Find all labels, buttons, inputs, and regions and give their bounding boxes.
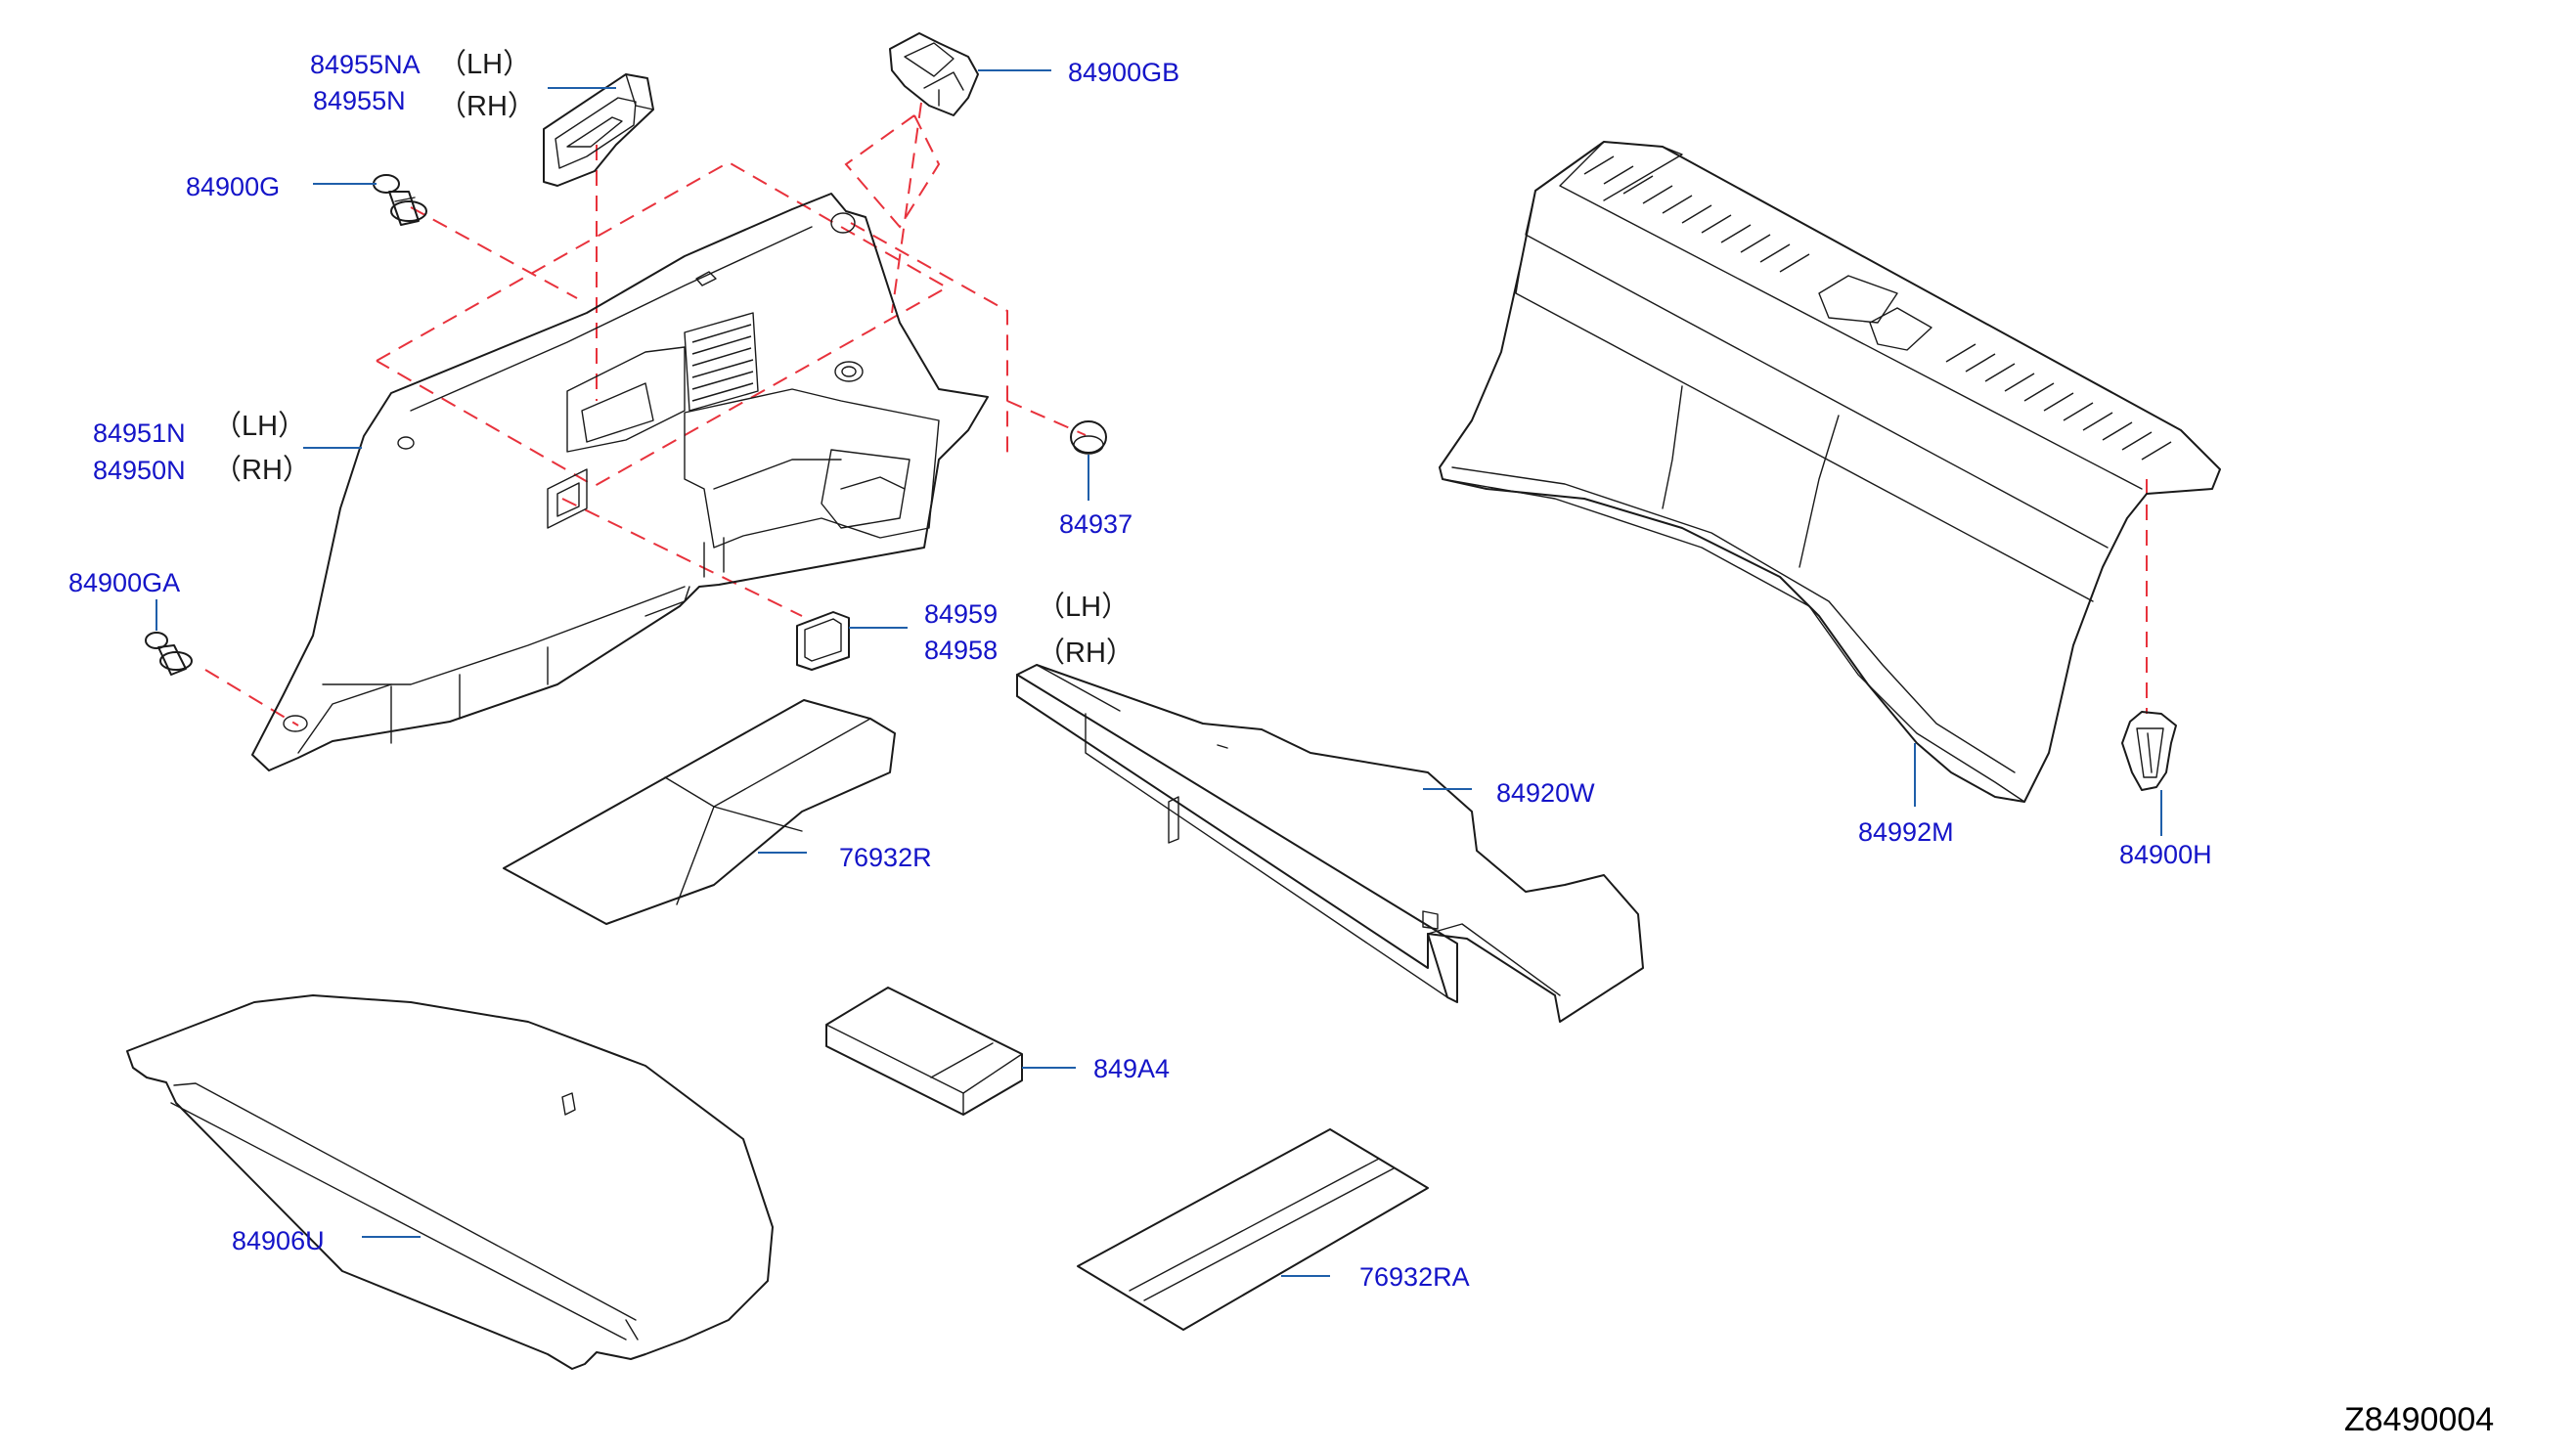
part-76932r-mat <box>503 699 896 925</box>
part-84900gb-clip <box>889 32 979 116</box>
label-76932ra: 76932RA <box>1359 1262 1470 1292</box>
label-84955na: 84955NA <box>310 50 421 79</box>
label-84955n: 84955N <box>313 86 406 115</box>
part-84900g-clip <box>373 174 427 226</box>
part-84959-cover <box>796 611 850 671</box>
label-lh-84955na: （LH） <box>438 49 531 80</box>
part-84920w-board <box>1016 664 1644 1023</box>
part-849a4-block <box>825 987 1023 1116</box>
label-84900ga: 84900GA <box>68 568 180 597</box>
part-84992m-back-panel <box>1439 141 2221 803</box>
part-84951n-side-trim <box>251 193 989 771</box>
part-84900ga-clip <box>145 632 193 676</box>
label-84906u: 84906U <box>232 1226 325 1255</box>
label-84937: 84937 <box>1059 509 1133 539</box>
label-84900g: 84900G <box>186 172 280 201</box>
label-lh-84951n: （LH） <box>213 411 306 442</box>
label-849a4: 849A4 <box>1093 1054 1170 1083</box>
part-labels: 84955NA （LH） 84955N （RH） 84900GB 84900G … <box>68 49 2494 1438</box>
label-lh-84959: （LH） <box>1037 592 1130 623</box>
leader-lines <box>155 69 2162 1277</box>
label-rh-84958: （RH） <box>1037 638 1134 669</box>
label-84900h: 84900H <box>2119 840 2212 869</box>
label-84959: 84959 <box>924 599 998 629</box>
part-76932ra-sheet <box>1077 1128 1429 1331</box>
part-84955n-bracket <box>543 73 654 187</box>
label-76932r: 76932R <box>839 843 932 872</box>
diagram-id: Z8490004 <box>2344 1401 2494 1438</box>
part-84906u-shelf <box>126 994 774 1370</box>
label-rh-84950n: （RH） <box>213 455 311 486</box>
label-84951n: 84951N <box>93 418 186 448</box>
label-84992m: 84992M <box>1858 817 1954 847</box>
part-84937-grommet <box>1070 420 1107 455</box>
part-84900h-clip <box>2121 711 2177 791</box>
label-rh-84955n: （RH） <box>438 91 536 122</box>
assembly-guides <box>204 102 2148 726</box>
label-84900gb: 84900GB <box>1068 58 1179 87</box>
label-84920w: 84920W <box>1496 778 1595 808</box>
label-84950n: 84950N <box>93 456 186 485</box>
label-84958: 84958 <box>924 636 998 665</box>
